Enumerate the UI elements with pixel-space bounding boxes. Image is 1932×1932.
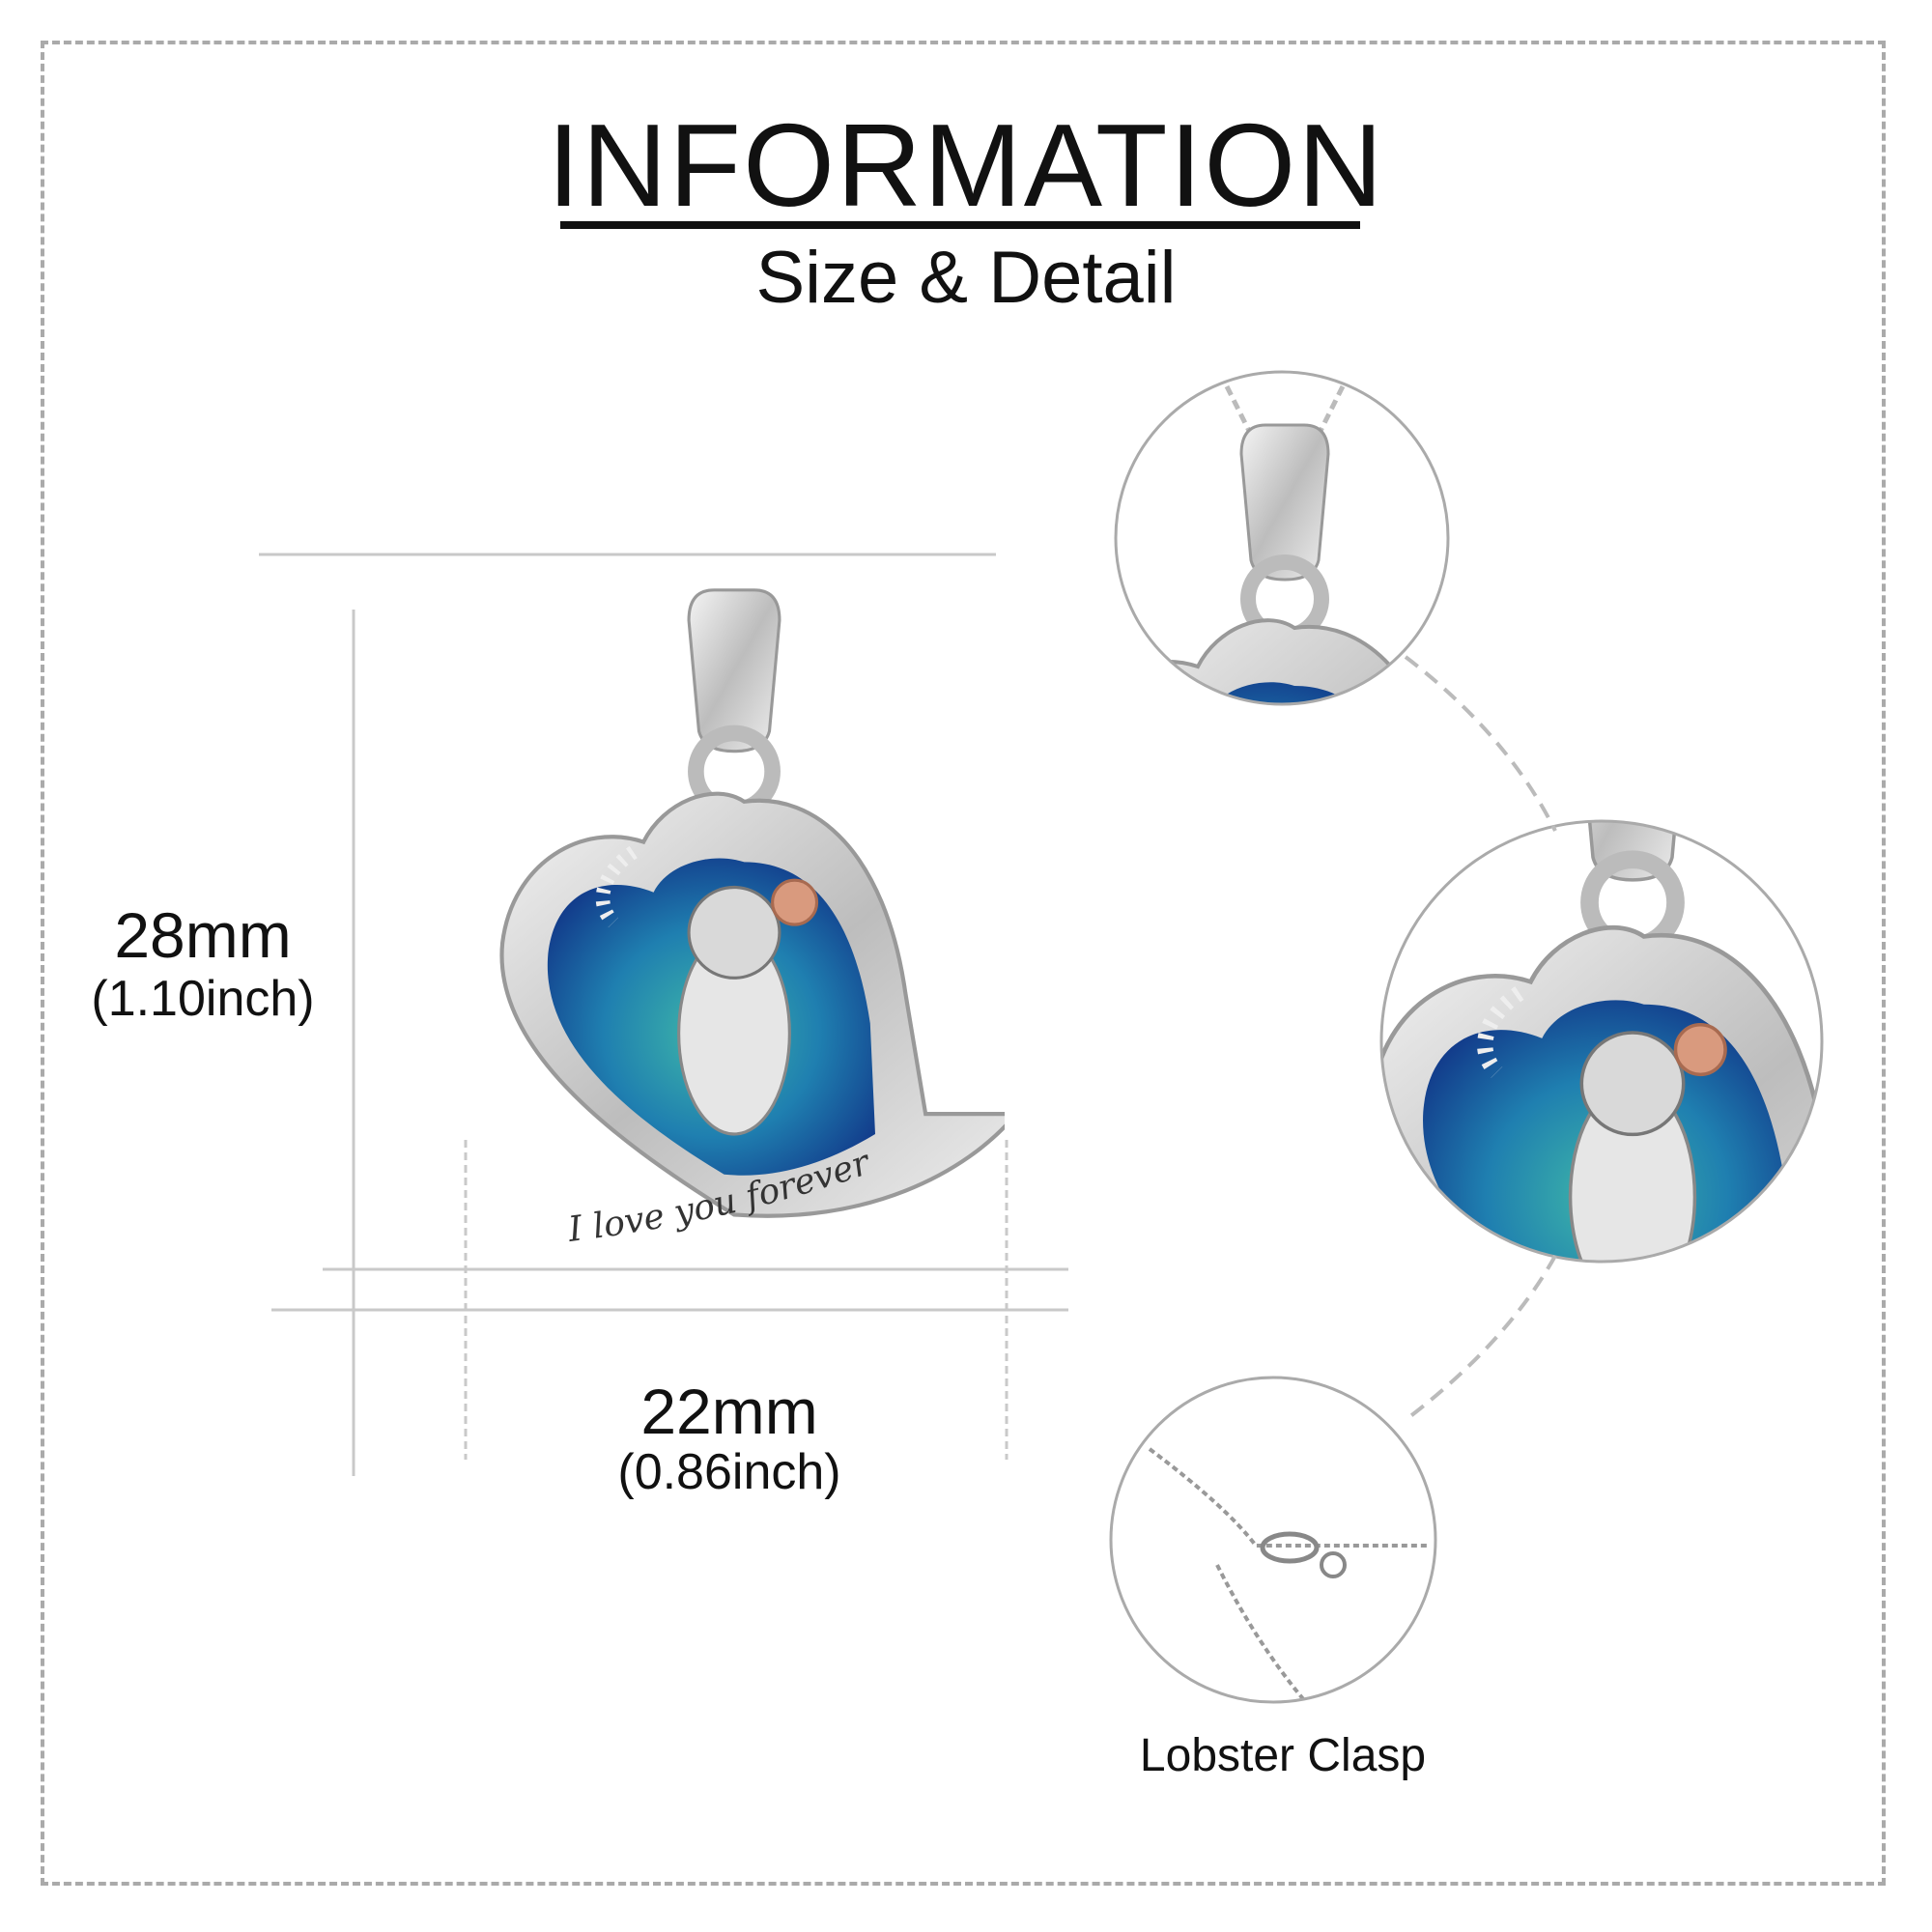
bail-closeup-image	[1062, 384, 1555, 1025]
clasp-label: Lobster Clasp	[1139, 1730, 1427, 1781]
clasp-closeup-image	[1148, 1447, 1430, 1702]
connector-bottom	[1404, 1255, 1557, 1422]
dashed-frame	[41, 41, 1886, 1886]
page-subtitle: Size & Detail	[755, 237, 1177, 319]
clasp-closeup-circle	[1109, 1376, 1437, 1704]
bail-closeup-circle	[1114, 370, 1450, 706]
width-inch: (0.86inch)	[617, 1444, 841, 1500]
connector-top	[1404, 655, 1557, 832]
pendant-image	[501, 590, 1016, 1216]
height-inch: (1.10inch)	[91, 971, 315, 1027]
width-mm: 22mm	[640, 1376, 818, 1447]
pendant-closeup-image	[1372, 698, 1932, 1402]
height-mm: 28mm	[114, 899, 292, 971]
pendant-closeup-circle	[1379, 819, 1824, 1264]
title-underline	[560, 221, 1360, 229]
page-title: INFORMATION	[547, 99, 1385, 231]
